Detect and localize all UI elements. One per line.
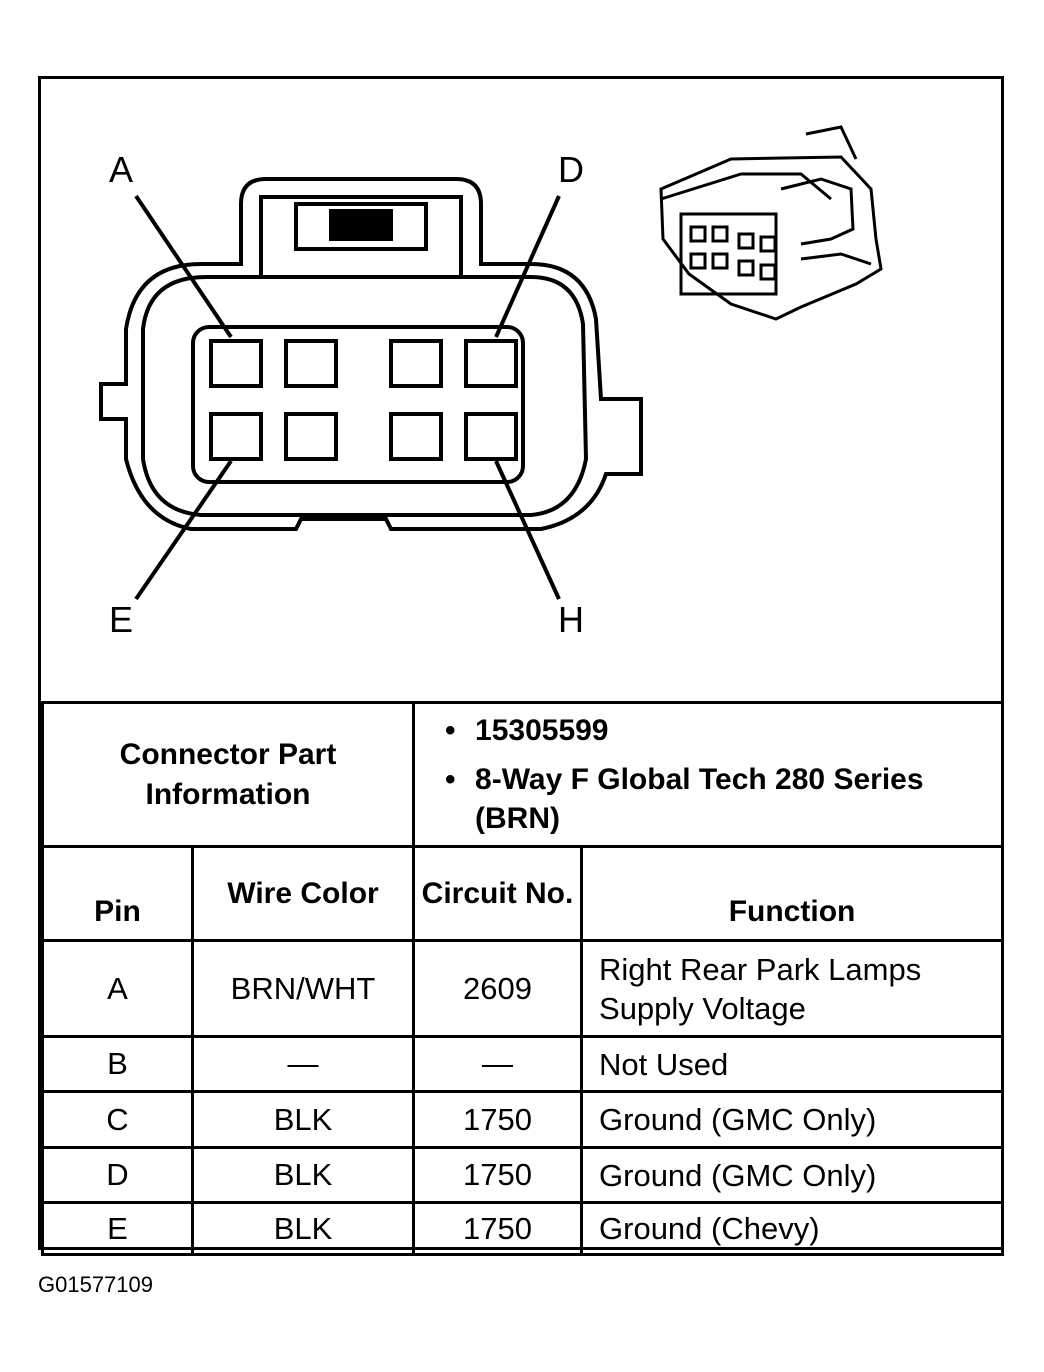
cell-wire-color: BRN/WHT [190,939,416,1038]
column-header-pin: Pin [41,845,194,942]
cell-pin: E [41,1201,194,1256]
cell-function: Ground (GMC Only) [580,1090,1005,1149]
connector-info-row: Connector Part Information •15305599 •8-… [40,701,1005,848]
cell-function: Not Used [580,1035,1005,1093]
cell-wire-color: BLK [190,1090,416,1149]
column-header-wire-color: Wire Color [190,845,416,942]
pin-label-h: H [558,599,584,640]
table-row: C BLK 1750 Ground (GMC Only) [41,1090,1005,1149]
column-header-function: Function [580,845,1005,942]
table-row: D BLK 1750 Ground (GMC Only) [41,1146,1005,1204]
connector-info-label: Connector Part Information [40,701,416,848]
cell-circuit: 1750 [412,1146,584,1204]
cell-circuit: 1750 [412,1090,584,1149]
table-row: A BRN/WHT 2609 Right Rear Park Lamps Sup… [41,939,1005,1038]
cell-circuit: 2609 [412,939,584,1038]
cell-pin: B [41,1035,194,1093]
connector-info-list: •15305599 •8-Way F Global Tech 280 Serie… [412,701,1005,848]
connector-face-drawing [99,125,883,601]
cell-function: Right Rear Park Lamps Supply Voltage [580,939,1005,1038]
pin-label-a: A [109,149,134,190]
connector-diagram: A D E H [41,79,1001,703]
cell-function: Ground (GMC Only) [580,1146,1005,1204]
cell-wire-color: BLK [190,1201,416,1256]
cell-circuit: 1750 [412,1201,584,1256]
connector-pinout-table: Connector Part Information •15305599 •8-… [40,701,1005,1256]
cell-pin: C [41,1090,194,1149]
cell-pin: D [41,1146,194,1204]
cell-pin: A [41,939,194,1038]
pin-label-e: E [109,599,134,640]
cell-wire-color: — [190,1035,416,1093]
table-row: B — — Not Used [41,1035,1005,1093]
connector-info-item: •15305599 [445,714,609,747]
connector-info-item: •8-Way F Global Tech 280 Series (BRN) [445,763,924,835]
cell-function: Ground (Chevy) [580,1201,1005,1256]
cell-wire-color: BLK [190,1146,416,1204]
cell-circuit: — [412,1035,584,1093]
table-row: E BLK 1750 Ground (Chevy) [41,1201,1005,1256]
figure-id: G01577109 [38,1272,153,1297]
connector-figure-frame: A D E H Connector Part Information •1530… [38,76,1005,1256]
table-header-row: Pin Wire Color Circuit No. Function [41,845,1005,942]
column-header-circuit: Circuit No. [412,845,584,942]
pin-label-d: D [558,149,584,190]
